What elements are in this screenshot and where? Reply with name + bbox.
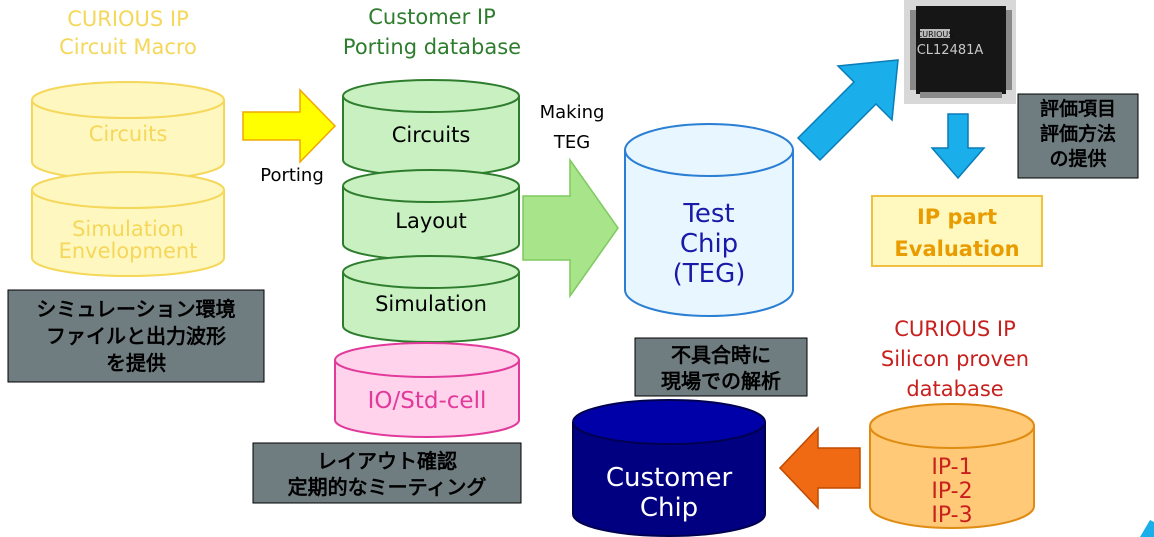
to-customer-chip-arrow: [778, 426, 861, 510]
silicon-title-2: Silicon proven: [881, 347, 1029, 371]
corner-decoration: [1140, 520, 1154, 537]
iocell-cylinder: [334, 342, 520, 438]
porting-label: Porting: [260, 165, 324, 186]
note-evaluation-box: [1017, 93, 1139, 179]
to-chip-arrow: [796, 59, 899, 162]
note-simulation-line-3: を提供: [106, 351, 166, 375]
silicon-ip-2: IP-2: [931, 479, 972, 504]
note-simulation-box: [7, 289, 265, 383]
iocell-label: IO/Std-cell: [368, 388, 487, 414]
curious-simulation-label-2: Envelopment: [59, 239, 198, 263]
customer-simulation-label: Simulation: [375, 292, 487, 316]
note-layout-box: [252, 442, 522, 504]
customer-layout-cylinder: [342, 169, 520, 261]
curious-circuits-cylinder: [31, 81, 225, 181]
note-simulation-line-1: シミュレーション環境: [36, 297, 235, 321]
making-label-2: TEG: [553, 132, 590, 153]
chip-brand-plate: [920, 29, 950, 38]
note-layout-line-1: レイアウト確認: [317, 449, 457, 473]
customer-port-title-2: Porting database: [343, 35, 521, 59]
making-teg-arrow: [522, 157, 619, 299]
note-evaluation-line-3: の提供: [1049, 147, 1106, 170]
customer-circuits-cylinder: [342, 79, 520, 177]
note-failure-line-2: 現場での解析: [661, 369, 781, 393]
evaluation-label-2: Evaluation: [894, 237, 1019, 261]
customer-simulation-cylinder: [342, 255, 520, 343]
note-simulation-line-2: ファイルと出力波形: [46, 324, 226, 348]
silicon-title-1: CURIOUS IP: [894, 317, 1016, 341]
evaluation-box: [871, 195, 1043, 267]
note-layout-line-2: 定期的なミーティング: [288, 475, 487, 499]
silicon-ip-3: IP-3: [931, 503, 972, 528]
test-chip-label-3: (TEG): [673, 259, 746, 289]
note-failure-line-1: 不具合時に: [671, 343, 771, 367]
silicon-cylinder: [869, 403, 1035, 529]
customer-layout-label: Layout: [395, 209, 466, 233]
silicon-ip-1: IP-1: [931, 455, 972, 480]
note-failure-box: [634, 337, 808, 397]
curious-simulation-cylinder: [31, 171, 225, 277]
chip-photo: [904, 0, 1016, 104]
making-label-1: Making: [540, 102, 605, 123]
test-chip-label-2: Chip: [680, 229, 738, 259]
customer-circuits-label: Circuits: [392, 123, 471, 147]
to-evaluation-arrow: [930, 113, 986, 180]
curious-macro-title-2: Circuit Macro: [59, 35, 197, 59]
chip-brand-text: CURIOUS: [917, 30, 954, 39]
porting-arrow: [242, 88, 337, 164]
curious-circuits-label: Circuits: [89, 122, 168, 146]
silicon-title-3: database: [906, 377, 1003, 401]
evaluation-label-1: IP part: [917, 205, 997, 229]
test-chip-cylinder: [624, 123, 794, 317]
note-evaluation-line-2: 評価方法: [1040, 122, 1116, 145]
note-evaluation-line-1: 評価項目: [1040, 97, 1116, 120]
curious-macro-title-1: CURIOUS IP: [67, 7, 189, 31]
customer-port-title-1: Customer IP: [368, 5, 496, 29]
customer-chip-label-1: Customer: [606, 463, 733, 493]
curious-simulation-label-1: Simulation: [72, 217, 184, 241]
test-chip-label-1: Test: [682, 199, 734, 229]
customer-chip-label-2: Chip: [640, 493, 698, 523]
chip-part-text: CL12481A: [917, 43, 984, 58]
customer-chip-cylinder: [572, 399, 766, 537]
